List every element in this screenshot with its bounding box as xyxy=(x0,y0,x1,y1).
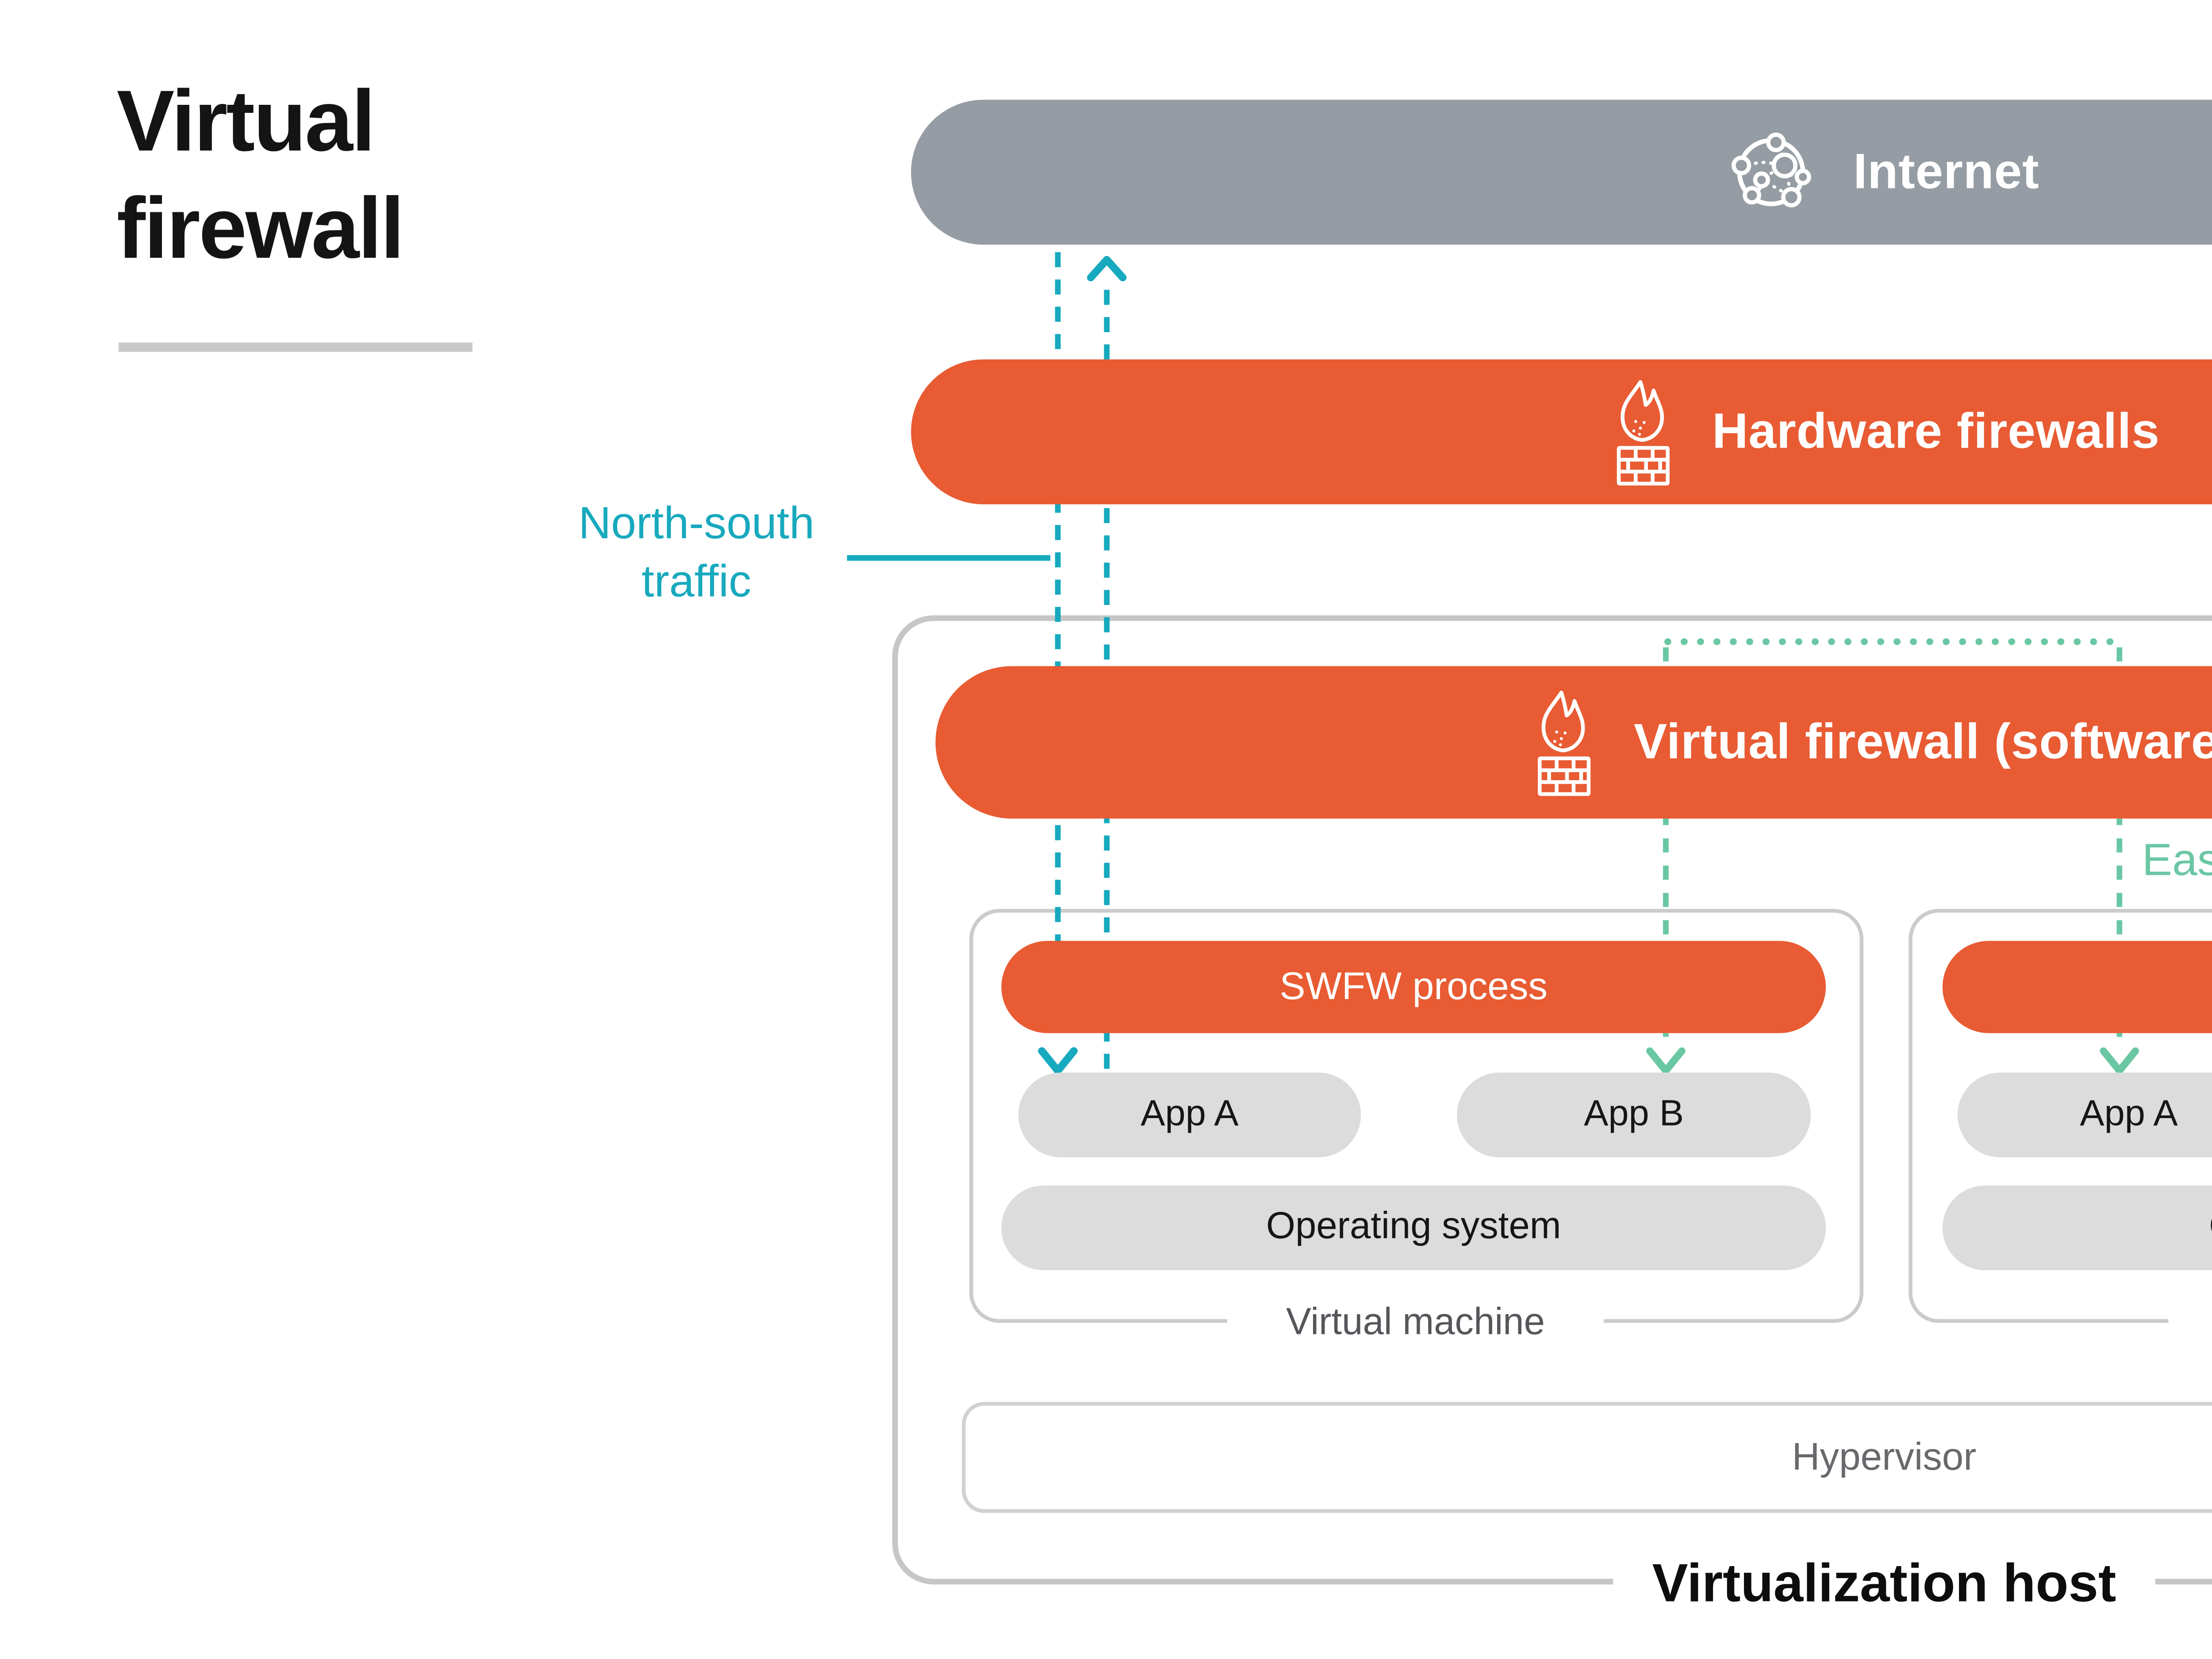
vm2-operating-system: Operating system xyxy=(1942,1185,2212,1270)
north-south-line1: North-south xyxy=(578,498,814,550)
vm1-app-b: App B xyxy=(1457,1073,1811,1157)
network-globe-icon xyxy=(1729,128,1817,216)
vm2-os-label: Operating system xyxy=(2209,1206,2212,1249)
internet-node: Internet xyxy=(911,100,2212,245)
internet-label: Internet xyxy=(1853,143,2039,199)
vm1-swfw-process-bar: SWFW process xyxy=(1001,941,1826,1033)
vm2-app-a: App A xyxy=(1957,1073,2212,1157)
title-underline xyxy=(119,342,472,352)
vm2-swfw-process-bar: SWFW process xyxy=(1942,941,2212,1033)
vm1-label: Virtual machine xyxy=(1227,1298,1604,1349)
hardware-firewalls-node: Hardware firewalls xyxy=(911,359,2212,505)
page-title-line1: Virtual xyxy=(116,71,376,169)
vm1-app-b-label: App B xyxy=(1584,1093,1684,1135)
vm1-swfw-label: SWFW process xyxy=(1279,964,1548,1008)
hypervisor-label: Hypervisor xyxy=(1792,1435,1977,1479)
vm1-app-a: App A xyxy=(1018,1073,1361,1157)
virtualization-host-label: Virtualization host xyxy=(1613,1547,2155,1622)
arrow-up-icon xyxy=(1087,256,1127,282)
vm1-app-a-label: App A xyxy=(1141,1093,1239,1135)
firewall-flame-brick-icon xyxy=(1530,690,1598,795)
page-title-line2: firewall xyxy=(116,179,405,277)
vm1-os-label: Operating system xyxy=(1266,1206,1561,1248)
hypervisor-box: Hypervisor xyxy=(962,1402,2212,1513)
north-south-traffic-label: North-south traffic xyxy=(542,495,851,612)
east-west-traffic-label: East-west traffic xyxy=(2142,835,2212,886)
virtual-firewall-label: Virtual firewall (software) xyxy=(1633,713,2212,770)
vm2-label: Virtual machine xyxy=(2168,1298,2212,1349)
vm2-app-a-label: App A xyxy=(2080,1093,2178,1135)
virtual-firewall-node: Virtual firewall (software) xyxy=(935,666,2212,819)
firewall-flame-brick-icon xyxy=(1609,379,1676,485)
vm1-operating-system: Operating system xyxy=(1001,1185,1826,1270)
page-title: Virtual firewall xyxy=(116,68,405,282)
hardware-firewalls-label: Hardware firewalls xyxy=(1712,402,2160,460)
north-south-line2: traffic xyxy=(641,557,752,608)
